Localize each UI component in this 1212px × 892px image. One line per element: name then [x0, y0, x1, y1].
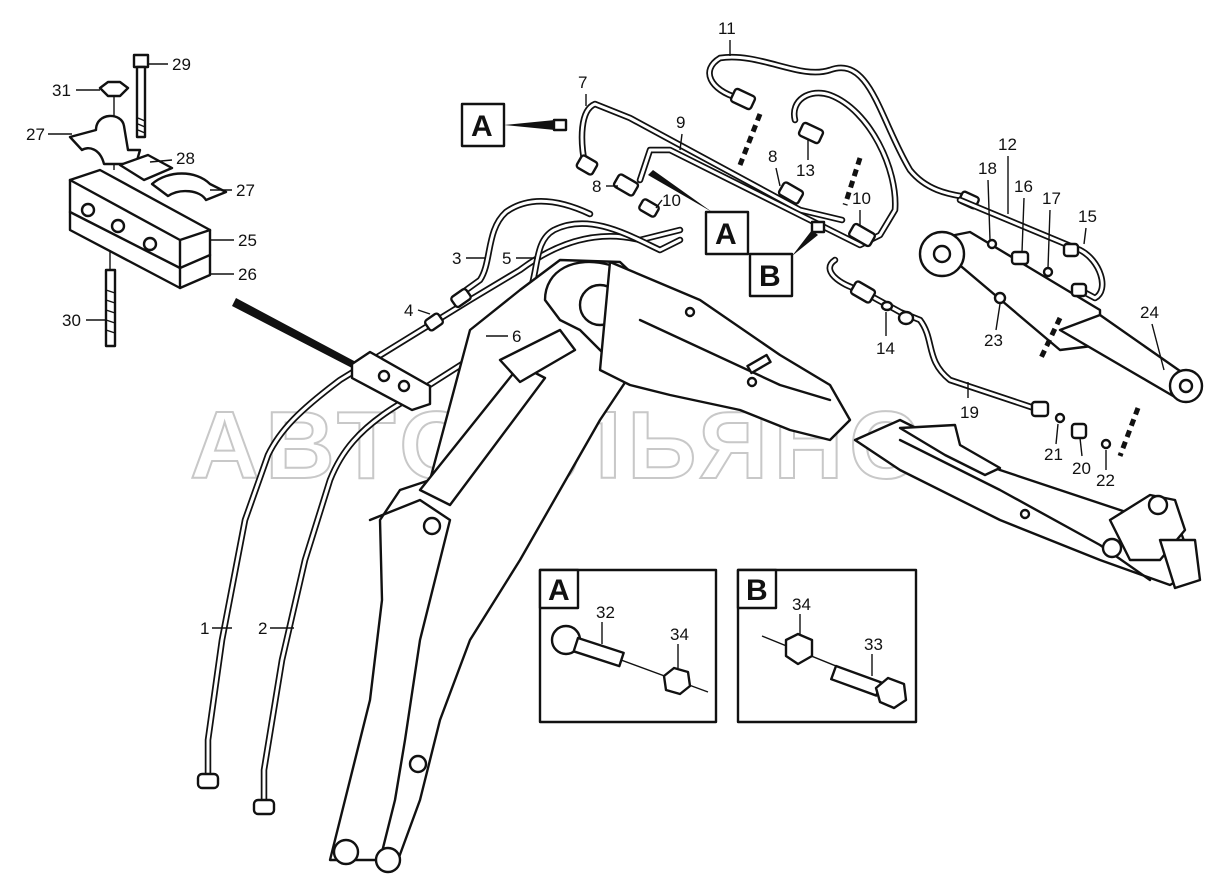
- callout-7: 7: [578, 73, 587, 92]
- callout-1: 1: [200, 619, 209, 638]
- callout-23: 23: [984, 331, 1003, 350]
- callout-4: 4: [404, 301, 413, 320]
- callout-2: 2: [258, 619, 267, 638]
- boom-cylinder: [418, 363, 547, 507]
- callout-8a: 8: [592, 177, 601, 196]
- upper-boom: [598, 260, 852, 442]
- ref-marker-b-mid: B: [748, 230, 818, 298]
- callout-13: 13: [796, 161, 815, 180]
- callouts: 29 31 27 28 27 25 26 30 1 2 3 5 4 6 7 9 …: [26, 19, 1165, 638]
- callout-14: 14: [876, 339, 895, 358]
- svg-text:32: 32: [596, 603, 615, 622]
- nut-34-a: [662, 666, 692, 696]
- upper-pipes: [552, 53, 1141, 457]
- callout-26: 26: [238, 265, 257, 284]
- callout-10a: 10: [662, 191, 681, 210]
- svg-text:A: A: [471, 110, 493, 143]
- callout-18: 18: [978, 159, 997, 178]
- svg-text:34: 34: [792, 595, 811, 614]
- bolt-29-shank: [135, 65, 147, 139]
- callout-22: 22: [1096, 471, 1115, 490]
- callout-12: 12: [998, 135, 1017, 154]
- clamp-half-27-upper: [68, 114, 142, 166]
- svg-text:A: A: [715, 218, 737, 251]
- detail-box-a: A 32 34: [538, 568, 718, 724]
- svg-text:B: B: [759, 260, 781, 293]
- ref-marker-a-mid: A: [648, 170, 750, 256]
- boom: [328, 258, 1202, 874]
- detail-box-b: B 34 33: [736, 568, 918, 724]
- washer-34-b: [784, 632, 814, 666]
- callout-9: 9: [676, 113, 685, 132]
- callout-28: 28: [176, 149, 195, 168]
- callout-3: 3: [452, 249, 461, 268]
- callout-11: 11: [718, 19, 736, 38]
- callout-15: 15: [1078, 207, 1097, 226]
- bolt-29-head: [132, 53, 150, 69]
- callout-24: 24: [1140, 303, 1159, 322]
- fitting-4: [423, 312, 445, 332]
- pipe-lines-1-2: [196, 226, 684, 816]
- clamp-half-27-right: [150, 172, 228, 202]
- svg-text:A: A: [548, 574, 570, 607]
- svg-text:B: B: [746, 574, 768, 607]
- clamp-assembly: [68, 53, 228, 348]
- pipe-clamp: [350, 350, 432, 412]
- view-arrow: [232, 298, 356, 368]
- callout-31: 31: [52, 81, 71, 100]
- callout-17: 17: [1042, 189, 1061, 208]
- cylinder-assembly: [918, 196, 1204, 404]
- callout-30: 30: [62, 311, 81, 330]
- bolt-33-b: [874, 676, 908, 710]
- callout-29: 29: [172, 55, 191, 74]
- svg-text:34: 34: [670, 625, 689, 644]
- callout-27a: 27: [26, 125, 45, 144]
- callout-27b: 27: [236, 181, 255, 200]
- nut-31: [98, 80, 130, 98]
- ref-marker-a-top: A: [460, 102, 555, 148]
- stud-30: [104, 268, 117, 348]
- callout-25: 25: [238, 231, 257, 250]
- callout-8b: 8: [768, 147, 777, 166]
- callout-19: 19: [960, 403, 979, 422]
- boom-arm: [328, 258, 662, 862]
- svg-text:33: 33: [864, 635, 883, 654]
- callout-10b: 10: [852, 189, 871, 208]
- callout-16: 16: [1014, 177, 1033, 196]
- callout-6: 6: [512, 327, 521, 346]
- callout-20: 20: [1072, 459, 1091, 478]
- callout-5: 5: [502, 249, 511, 268]
- callout-21: 21: [1044, 445, 1063, 464]
